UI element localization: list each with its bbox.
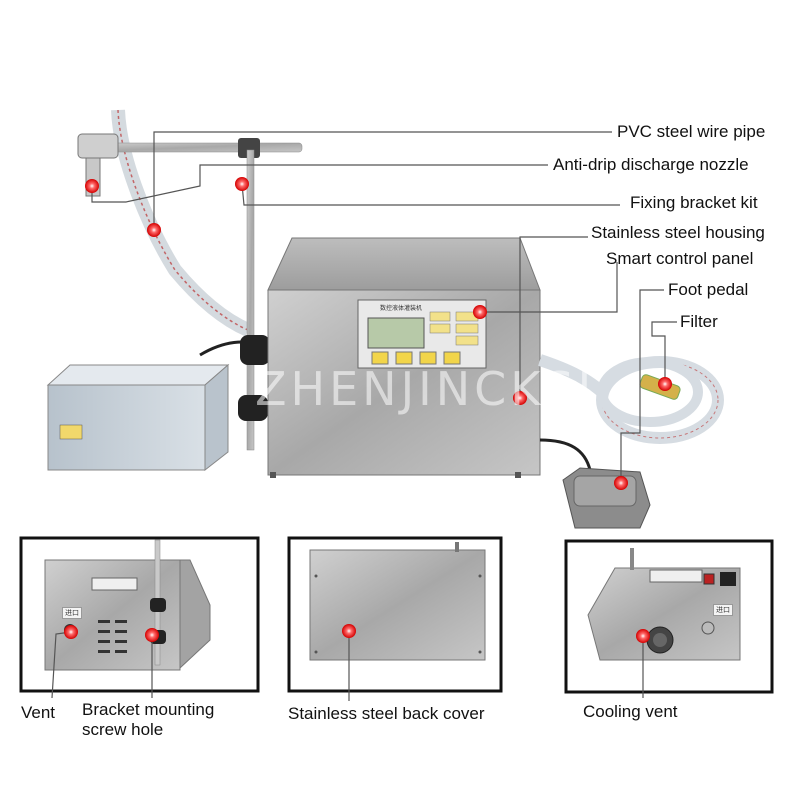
- label-pvc-pipe: PVC steel wire pipe: [617, 122, 766, 141]
- control-panel-title: 数控液体灌装机: [380, 305, 423, 312]
- label-bracket-hole-1: Bracket mounting: [82, 700, 215, 719]
- label-cooling-vent: Cooling vent: [583, 702, 678, 721]
- label-foot-pedal: Foot pedal: [668, 280, 749, 299]
- label-vent: Vent: [21, 703, 56, 722]
- watermark: ZHENJINCKSJ: [255, 362, 596, 416]
- label-housing: Stainless steel housing: [591, 223, 765, 242]
- power-box: [46, 364, 230, 386]
- label-bracket-kit: Fixing bracket kit: [630, 193, 758, 212]
- label-nozzle: Anti-drip discharge nozzle: [553, 155, 749, 174]
- label-bracket-hole-2: screw hole: [82, 720, 164, 739]
- main-housing-top: [267, 237, 541, 291]
- label-back-cover: Stainless steel back cover: [288, 704, 485, 723]
- inlet-tag-right: 进口: [713, 604, 733, 616]
- label-filter: Filter: [680, 312, 718, 331]
- inlet-tag-left: 进口: [62, 607, 82, 619]
- label-control-panel: Smart control panel: [606, 249, 754, 268]
- bracket-pole: [246, 149, 255, 451]
